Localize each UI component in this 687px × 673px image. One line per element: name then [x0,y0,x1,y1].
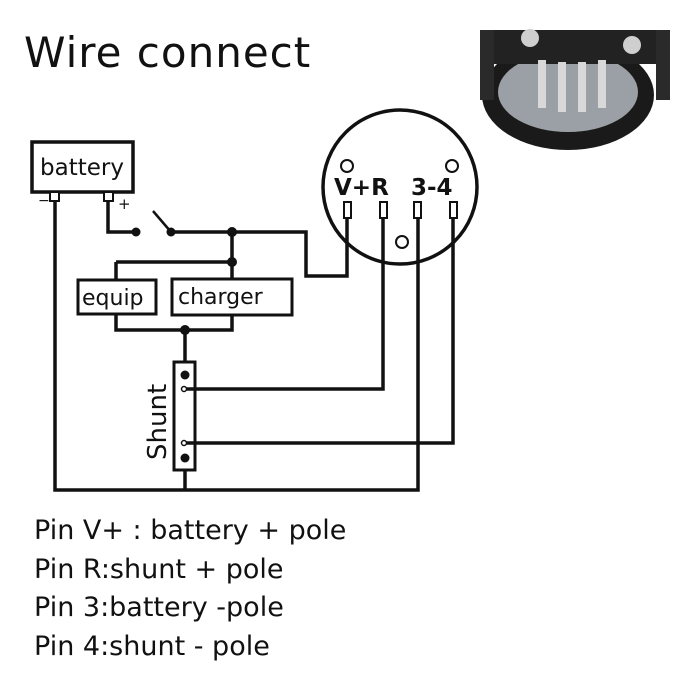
shunt-label: Shunt [143,384,173,460]
switch-lever [152,210,172,233]
battery-label: battery [40,155,124,181]
wire-equip-to-shunt [114,314,234,332]
shunt-terminal-bottom [180,453,190,463]
junction-pos-bus [227,227,237,237]
pin-4 [449,201,458,219]
meter-terminal-3 [578,62,586,112]
wire-shunt-to-pin-4 [186,218,455,445]
junction-pos-split [227,257,237,267]
battery-pos-terminal [103,191,114,202]
pin-label-vr: V+R [334,175,389,201]
junction-switch-in [131,227,141,237]
pin-3 [413,201,422,219]
meter-terminal-4 [598,60,606,108]
wire-switch-to-meter-v [171,218,349,278]
meter-bolt-right [623,36,641,54]
charger-label: charger [178,285,264,310]
shunt-terminal-top [180,370,190,380]
battery-box [30,140,135,194]
battery-neg-terminal [49,191,60,202]
meter-hole-bottom [395,235,409,249]
note-pin-3: Pin 3:battery -pole [34,592,284,623]
shunt-sense-bottom [180,439,188,447]
pin-label-34: 3-4 [411,175,453,201]
wires [53,201,455,492]
pin-v [343,201,352,219]
meter-bracket [480,30,670,64]
meter-bolt-left [521,29,539,47]
pin-notes: Pin V+ : battery + pole Pin R:shunt + po… [34,512,346,666]
battery-neg-sign: − [38,193,50,209]
pin-r [379,201,388,219]
diagram-title: Wire connect [24,28,312,77]
battery-pos-sign: + [118,195,131,213]
shunt-sense-top [180,385,188,393]
wire-battery-pos-to-switch [106,201,134,234]
equip-label: equip [82,286,144,311]
note-pin-4: Pin 4:shunt - pole [34,630,270,662]
note-pin-v: Pin V+ : battery + pole [34,515,347,546]
meter-terminal-1 [538,60,546,108]
wire-battery-neg-to-pin3 [53,201,420,492]
meter-hole-right [445,159,459,173]
wire-pos-to-equip [116,260,234,279]
note-pin-r: Pin R:shunt + pole [34,553,284,585]
meter-diagram-circle [321,108,479,266]
junction-switch-out [166,227,176,237]
wire-shunt-to-pin-r [186,218,385,391]
junction-neg-split [180,325,190,335]
meter-photo [480,29,670,150]
meter-hole-left [340,159,354,173]
meter-terminal-2 [558,62,566,112]
